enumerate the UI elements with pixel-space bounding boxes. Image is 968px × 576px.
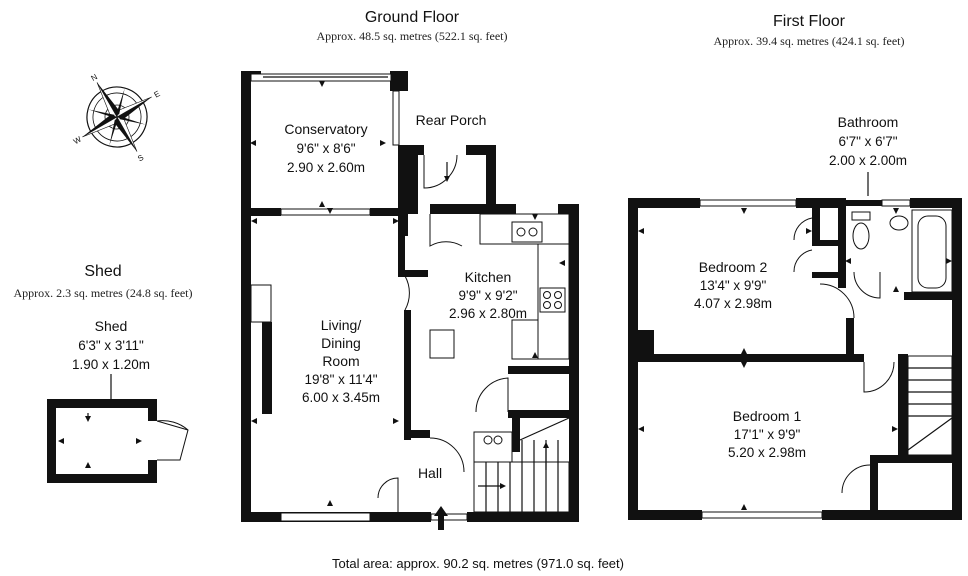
ground-floor-area: Approx. 48.5 sq. metres (522.1 sq. feet)	[317, 29, 508, 43]
total-area: Total area: approx. 90.2 sq. metres (971…	[332, 556, 624, 571]
hall-name: Hall	[418, 465, 442, 481]
living-name-2: Dining	[321, 335, 361, 351]
bedroom2-imperial: 13'4" x 9'9"	[700, 278, 767, 293]
living-imperial: 19'8" x 11'4"	[304, 372, 377, 387]
conservatory-name: Conservatory	[284, 121, 367, 137]
rear-porch-name: Rear Porch	[416, 112, 487, 128]
shed-name: Shed	[95, 318, 128, 334]
first-floor-plan: Bathroom 6'7" x 6'7" 2.00 x 2.00m Bedroo…	[628, 114, 962, 520]
conservatory-metric: 2.90 x 2.60m	[287, 160, 365, 175]
shed-title: Shed	[84, 263, 121, 280]
bathroom-name: Bathroom	[838, 114, 899, 130]
entrance-arrow-icon	[434, 506, 448, 530]
compass-rose-icon: N S E W	[72, 72, 162, 163]
shed-metric: 1.90 x 1.20m	[72, 357, 150, 372]
bathroom-metric: 2.00 x 2.00m	[829, 153, 907, 168]
compass-n: N	[89, 72, 99, 83]
living-metric: 6.00 x 3.45m	[302, 390, 380, 405]
bedroom2-name: Bedroom 2	[699, 259, 768, 275]
ground-stairs	[473, 417, 570, 513]
bedroom1-name: Bedroom 1	[733, 408, 802, 424]
bedroom1-metric: 5.20 x 2.98m	[728, 445, 806, 460]
compass-w: W	[72, 134, 83, 146]
kitchen-name: Kitchen	[465, 269, 512, 285]
first-floor-title: First Floor	[773, 13, 846, 30]
bedroom2-metric: 4.07 x 2.98m	[694, 296, 772, 311]
kitchen-imperial: 9'9" x 9'2"	[458, 288, 517, 303]
living-name-1: Living/	[321, 317, 362, 333]
compass-e: E	[153, 89, 162, 99]
ground-floor-plan: Conservatory 9'6" x 8'6" 2.90 x 2.60m Re…	[241, 71, 579, 530]
kitchen-metric: 2.96 x 2.80m	[449, 306, 527, 321]
conservatory-imperial: 9'6" x 8'6"	[296, 141, 355, 156]
shed-area: Approx. 2.3 sq. metres (24.8 sq. feet)	[14, 286, 193, 300]
ground-floor-title: Ground Floor	[365, 9, 460, 26]
shed-plan: Shed 6'3" x 3'11" 1.90 x 1.20m	[47, 318, 189, 483]
living-name-3: Room	[322, 353, 359, 369]
first-floor-area: Approx. 39.4 sq. metres (424.1 sq. feet)	[714, 34, 905, 48]
bedroom1-imperial: 17'1" x 9'9"	[734, 427, 801, 442]
first-stairs	[907, 355, 953, 456]
shed-imperial: 6'3" x 3'11"	[78, 338, 144, 353]
bathroom-imperial: 6'7" x 6'7"	[838, 134, 897, 149]
compass-s: S	[136, 153, 145, 163]
